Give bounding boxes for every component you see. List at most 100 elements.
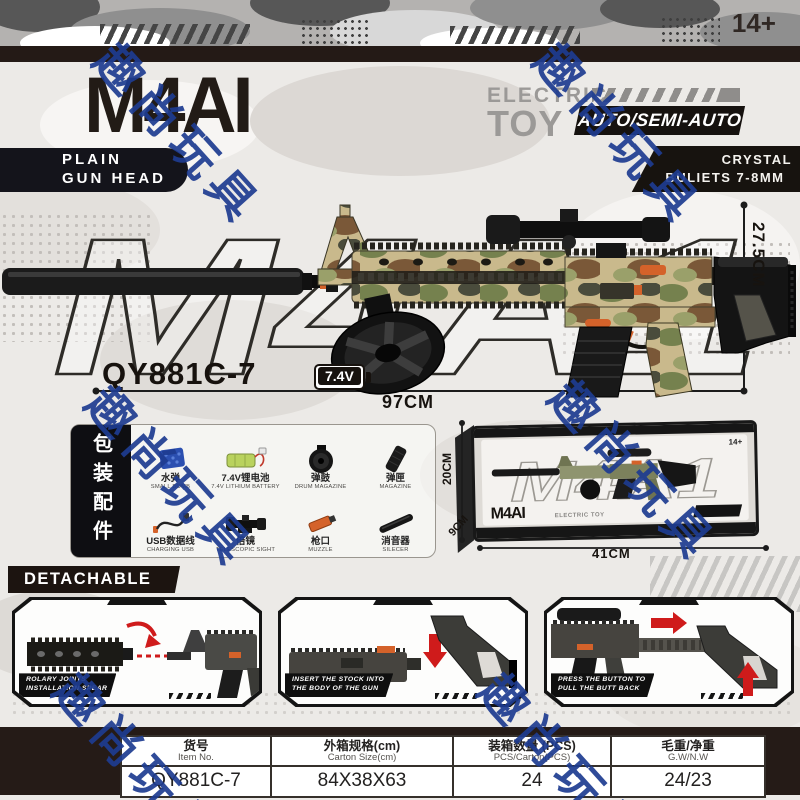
panel-notch bbox=[639, 599, 699, 605]
box-height-label: 20CM bbox=[440, 453, 454, 486]
box-side-face bbox=[455, 425, 474, 553]
accessories-title: 包装配件 bbox=[89, 433, 112, 549]
header-en: Item No. bbox=[178, 752, 214, 764]
hazard-marks bbox=[435, 693, 477, 699]
spec-header-pcs: 装箱数量 (PCS) PCS/Carton(PCS) bbox=[454, 737, 612, 768]
lithium-battery-icon bbox=[226, 447, 266, 468]
detachable-title: DETACHABLE bbox=[24, 570, 152, 588]
detachable-step-2: INSERT THE STOCK INTO THE BODY OF THE GU… bbox=[278, 597, 528, 707]
left-badge-line1: PLAIN bbox=[62, 151, 122, 169]
header-cn: 货号 bbox=[183, 739, 209, 753]
main-title: M4AI bbox=[84, 61, 254, 150]
accessory-name-en: SILECER bbox=[382, 547, 409, 554]
left-badge-line2: GUN HEAD bbox=[62, 170, 167, 187]
step-3-canvas: PRESS THE BUTTON TO PULL THE BUTT BACK bbox=[547, 600, 791, 704]
header-en: G.W/N.W bbox=[667, 752, 709, 764]
header-en: Carton Size(cm) bbox=[327, 752, 397, 764]
accessory-name-en: TELESCOPIC SIGHT bbox=[215, 547, 276, 554]
detachable-step-3: PRESS THE BUTTON TO PULL THE BUTT BACK bbox=[544, 597, 794, 707]
box-artwork: M4A1 14+ M4AI ELECTRIC TOY bbox=[481, 434, 749, 526]
step-3-caption: PRESS THE BUTTON TO PULL THE BUTT BACK bbox=[551, 673, 655, 697]
halftone-dots bbox=[660, 16, 720, 42]
caption-line2: PULL THE BUTT BACK bbox=[558, 685, 640, 693]
accessory-name-en: CHARGING USB bbox=[146, 547, 195, 554]
panel-notch bbox=[107, 599, 167, 605]
step-1-caption: ROLARY JOINTS INSTALLATION SPEAR bbox=[19, 673, 117, 697]
stripe-patch bbox=[100, 24, 250, 44]
subtitle-toy: TOY bbox=[487, 103, 564, 144]
accessory-name-en: 7.4V LITHIUM BATTERY bbox=[211, 484, 280, 491]
spec-value-pcs: 24 bbox=[454, 767, 612, 797]
battery-icon: 7.4V bbox=[314, 364, 365, 390]
hazard-stripes-end bbox=[716, 88, 740, 102]
detachable-banner: DETACHABLE bbox=[8, 566, 180, 593]
step-2-caption: INSERT THE STOCK INTO THE BODY OF THE GU… bbox=[285, 673, 394, 697]
battery-badge: 7.4V bbox=[314, 364, 371, 390]
subtitle-electric: ELECTRIC bbox=[487, 84, 608, 107]
accessory-name-cn: USB数据线 bbox=[146, 535, 195, 547]
accessory-name-cn: 7.4V锂电池 bbox=[221, 472, 270, 484]
age-rating-badge: 14+ bbox=[731, 8, 776, 38]
accessory-name-cn: 弹匣 bbox=[385, 472, 405, 484]
box-dimension-lines bbox=[459, 420, 769, 551]
detachable-step-1: ROLARY JOINTS INSTALLATION SPEAR bbox=[12, 597, 262, 707]
top-camo-band: 14+ bbox=[0, 0, 800, 46]
caption-line1: ROLARY JOINTS bbox=[26, 676, 87, 684]
accessory-small-bomb: 水弹 SMALL BOMB bbox=[133, 428, 208, 491]
gel-balls-icon bbox=[158, 447, 185, 469]
box-front-face: M4A1 14+ M4AI ELECTRIC TOY bbox=[470, 420, 760, 542]
step-3-illustration bbox=[551, 608, 778, 696]
box-art-svg: M4A1 bbox=[491, 445, 721, 514]
accessory-name-cn: 倍镜 bbox=[235, 535, 255, 547]
header-cn: 外箱规格(cm) bbox=[323, 739, 401, 753]
hazard-stripes bbox=[592, 88, 720, 102]
accessory-drum-magazine: 弹鼓 DRUM MAGAZINE bbox=[283, 428, 358, 491]
header-cn: 毛重/净重 bbox=[661, 739, 715, 753]
magazine bbox=[565, 326, 633, 398]
length-dimension-label: 97CM bbox=[382, 392, 435, 412]
telescopic-sight-icon bbox=[225, 514, 266, 533]
hazard-marks bbox=[701, 693, 743, 699]
drum-magazine-icon bbox=[308, 444, 333, 473]
caption-line2: INSTALLATION SPEAR bbox=[26, 685, 108, 693]
silencer-icon bbox=[378, 513, 413, 533]
accessory-muzzle: 枪口 MUZZLE bbox=[283, 491, 358, 554]
accessory-name-en: SMALL BOMB bbox=[150, 484, 191, 491]
box-width-label: 41CM bbox=[592, 546, 631, 561]
accessory-name-en: DRUM MAGAZINE bbox=[294, 484, 347, 491]
step-1-illustration bbox=[27, 621, 259, 698]
scope bbox=[486, 209, 670, 258]
accessory-scope: 倍镜 TELESCOPIC SIGHT bbox=[208, 491, 283, 554]
header-cn: 装箱数量 (PCS) bbox=[488, 739, 576, 753]
battery-nub bbox=[365, 371, 371, 383]
caption-line1: INSERT THE STOCK INTO bbox=[292, 676, 385, 684]
plain-gun-head-badge: PLAIN GUN HEAD bbox=[0, 148, 188, 192]
accessory-name-en: MAGAZINE bbox=[379, 484, 412, 491]
spec-header-weight: 毛重/净重 G.W/N.W bbox=[612, 737, 764, 768]
spec-header-carton-size: 外箱规格(cm) Carton Size(cm) bbox=[272, 737, 454, 768]
accessory-name-cn: 弹鼓 bbox=[310, 472, 330, 484]
accessory-magazine: 弹匣 MAGAZINE bbox=[358, 428, 433, 491]
accessories-panel: 包装配件 水弹 SMALL BOMB 7.4V锂电池 7.4V LITHIUM … bbox=[70, 424, 436, 558]
header-en: PCS/Carton(PCS) bbox=[493, 752, 571, 764]
accessory-name-cn: 水弹 bbox=[160, 472, 180, 484]
step-2-canvas: INSERT THE STOCK INTO THE BODY OF THE GU… bbox=[281, 600, 525, 704]
camo-blob bbox=[250, 66, 550, 176]
accessory-usb-cable: USB数据线 CHARGING USB bbox=[133, 491, 208, 554]
box-mini-gun bbox=[491, 448, 697, 501]
accessory-name-cn: 消音器 bbox=[381, 535, 410, 547]
height-dimension-label: 27.5CM bbox=[749, 222, 768, 288]
spec-header-item-no: 货号 Item No. bbox=[122, 737, 272, 768]
accessory-silencer: 消音器 SILECER bbox=[358, 491, 433, 554]
stripe-patch bbox=[450, 26, 580, 44]
usb-cable-icon bbox=[152, 512, 189, 533]
step-2-illustration bbox=[289, 615, 517, 688]
muzzle-icon bbox=[307, 514, 336, 532]
accessory-battery: 7.4V锂电池 7.4V LITHIUM BATTERY bbox=[208, 428, 283, 491]
halftone-dots bbox=[300, 18, 370, 44]
magazine-icon bbox=[385, 445, 406, 472]
battery-voltage: 7.4V bbox=[318, 367, 361, 385]
accessories-grid: 水弹 SMALL BOMB 7.4V锂电池 7.4V LITHIUM BATTE… bbox=[131, 425, 435, 557]
spec-value-item-no: QY881C-7 bbox=[122, 767, 272, 797]
